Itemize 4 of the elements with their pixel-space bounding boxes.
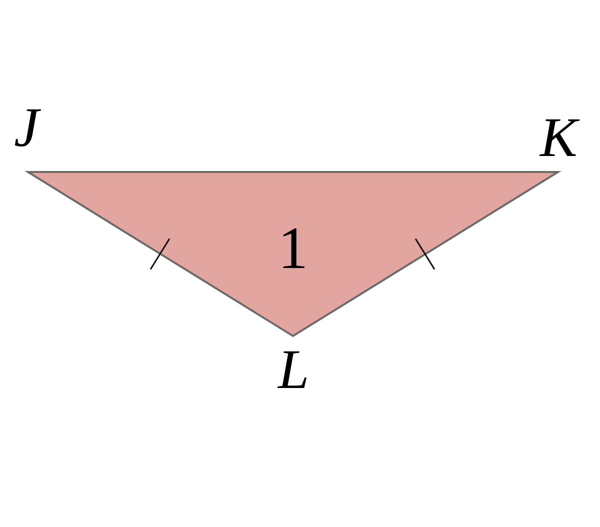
vertex-label: K (540, 110, 578, 166)
vertex-label: J (14, 100, 39, 156)
vertex-label: L (278, 342, 310, 398)
region-number: 1 (278, 218, 308, 278)
